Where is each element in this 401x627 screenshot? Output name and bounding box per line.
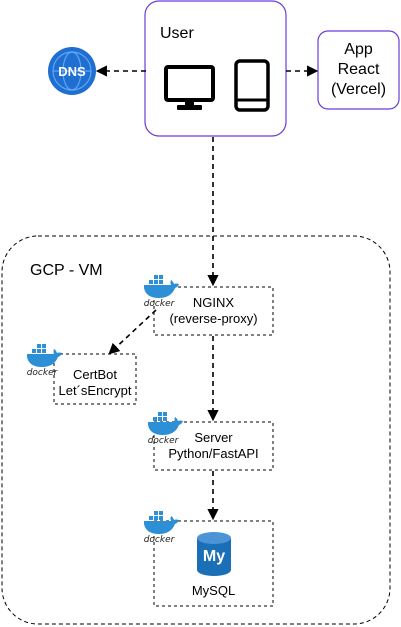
docker-text-nginx: docker — [144, 299, 176, 309]
docker-icon-mysql: docker — [144, 511, 179, 545]
user-label: User — [160, 25, 194, 42]
monitor-icon — [164, 65, 215, 110]
docker-icon-nginx: docker — [144, 275, 179, 309]
docker-icon-certbot: docker — [27, 344, 62, 378]
certbot-label: CertBot Let´sEncrypt — [58, 367, 132, 398]
docker-text-mysql: docker — [144, 535, 176, 545]
gcp-vm-container — [1, 235, 391, 625]
nginx-box — [153, 286, 274, 336]
mysql-database-icon: My — [197, 532, 231, 576]
nginx-label: NGINX (reverse-proxy) — [169, 295, 258, 326]
docker-text-certbot: docker — [27, 368, 59, 378]
certbot-box — [53, 353, 137, 405]
docker-text-server: docker — [148, 436, 180, 446]
gcp-vm-label: GCP - VM — [30, 262, 103, 279]
server-label: Server Python/FastAPI — [168, 430, 259, 461]
docker-icon-server: docker — [148, 412, 183, 446]
mysql-logo-text: My — [203, 548, 225, 565]
app-react-label: App React (Vercel) — [330, 41, 387, 98]
dns-globe-icon: DNS — [48, 47, 96, 95]
nginx-to-certbot-arrow — [108, 309, 157, 355]
smartphone-icon — [234, 59, 270, 112]
mysql-label: MySQL — [191, 583, 236, 598]
dns-label: DNS — [58, 64, 86, 79]
user-box — [144, 0, 287, 137]
